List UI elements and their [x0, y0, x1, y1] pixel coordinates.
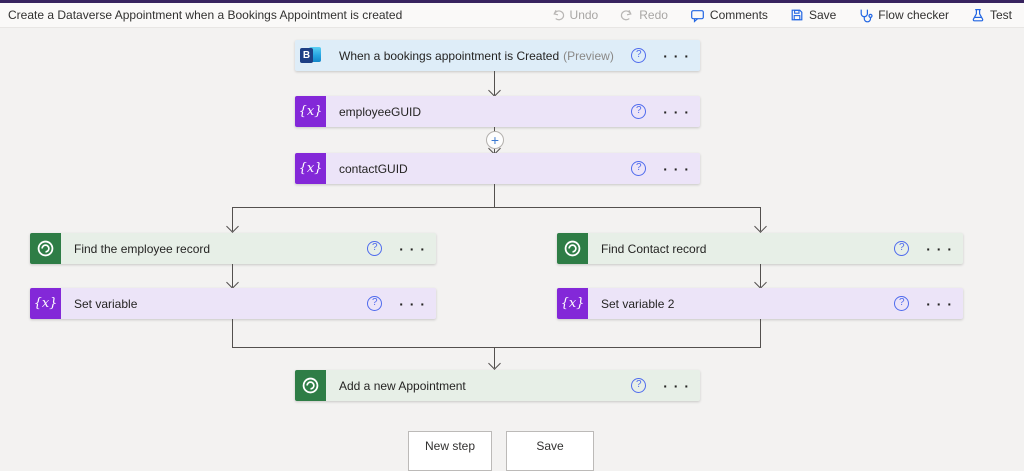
node-title: Set variable — [74, 296, 138, 311]
redo-button[interactable]: Redo — [620, 8, 668, 22]
connector-branch-line — [232, 207, 761, 209]
connector-line — [494, 347, 496, 368]
node-title: contactGUID — [339, 161, 408, 176]
comments-button[interactable]: Comments — [690, 8, 768, 23]
ellipsis-menu-icon[interactable]: · · · — [663, 103, 690, 120]
node-title: Find the employee record — [74, 241, 211, 256]
comments-label: Comments — [709, 8, 768, 22]
undo-button[interactable]: Undo — [551, 8, 599, 22]
designer-toolbar: Create a Dataverse Appointment when a Bo… — [0, 3, 1024, 28]
connector-arrowhead — [226, 220, 239, 233]
connector-line — [232, 319, 234, 347]
dataverse-icon — [557, 233, 588, 264]
action-node-find-contact-record[interactable]: Find Contact record ? · · · — [557, 233, 963, 264]
help-icon[interactable]: ? — [367, 296, 383, 311]
help-icon[interactable]: ? — [894, 296, 910, 311]
dataverse-icon — [30, 233, 61, 264]
ellipsis-menu-icon[interactable]: · · · — [926, 295, 953, 312]
ellipsis-menu-icon[interactable]: · · · — [926, 240, 953, 257]
help-icon[interactable]: ? — [367, 241, 383, 256]
connector-line — [760, 319, 762, 347]
connector-arrowhead — [754, 220, 767, 233]
connector-line — [760, 207, 762, 231]
help-icon[interactable]: ? — [631, 48, 647, 63]
action-node-contact-guid[interactable]: {x} contactGUID ? · · · — [295, 153, 700, 184]
connector-arrowhead — [488, 84, 501, 97]
variable-icon: {x} — [295, 153, 326, 184]
help-icon[interactable]: ? — [631, 161, 647, 176]
node-title: When a bookings appointment is Created(P… — [339, 48, 614, 63]
new-step-label: New step — [424, 439, 476, 453]
connector-arrowhead — [488, 357, 501, 370]
node-title: Find Contact record — [601, 241, 707, 256]
trigger-node-bookings-appointment-created[interactable]: B When a bookings appointment is Created… — [295, 40, 700, 71]
variable-icon: {x} — [557, 288, 588, 319]
ellipsis-menu-icon[interactable]: · · · — [663, 47, 690, 64]
connector-line — [760, 264, 762, 287]
ellipsis-menu-icon[interactable]: · · · — [663, 377, 690, 394]
connector-arrowhead — [226, 276, 239, 289]
connector-merge-line — [232, 347, 761, 349]
ellipsis-menu-icon[interactable]: · · · — [663, 160, 690, 177]
test-button[interactable]: Test — [971, 8, 1012, 22]
comments-icon — [690, 8, 705, 23]
connector-line — [232, 264, 234, 287]
ellipsis-menu-icon[interactable]: · · · — [399, 295, 426, 312]
app-accent-strip — [0, 0, 1024, 3]
node-title: Add a new Appointment — [339, 378, 466, 393]
connector-line — [494, 184, 496, 208]
action-node-add-new-appointment[interactable]: Add a new Appointment ? · · · — [295, 370, 700, 401]
new-step-button[interactable]: New step — [408, 431, 492, 471]
variable-icon: {x} — [295, 96, 326, 127]
redo-icon — [620, 8, 634, 22]
preview-tag: (Preview) — [563, 48, 614, 63]
undo-label: Undo — [569, 8, 599, 22]
toolbar-actions: Undo Redo Comments Save Flow checker — [551, 8, 1012, 23]
save-flow-label: Save — [536, 439, 564, 453]
dataverse-icon — [295, 370, 326, 401]
ellipsis-menu-icon[interactable]: · · · — [399, 240, 426, 257]
connector-line — [494, 71, 496, 95]
node-title: employeeGUID — [339, 104, 422, 119]
help-icon[interactable]: ? — [631, 378, 647, 393]
insert-step-button[interactable]: + — [486, 131, 504, 149]
action-node-set-variable[interactable]: {x} Set variable ? · · · — [30, 288, 436, 319]
node-title: Set variable 2 — [601, 296, 675, 311]
flow-checker-label: Flow checker — [878, 8, 949, 22]
variable-icon: {x} — [30, 288, 61, 319]
test-icon — [971, 8, 985, 22]
bookings-icon-letter: B — [300, 48, 313, 63]
action-node-find-employee-record[interactable]: Find the employee record ? · · · — [30, 233, 436, 264]
save-flow-button[interactable]: Save — [506, 431, 594, 471]
undo-icon — [551, 8, 565, 22]
test-label: Test — [989, 8, 1012, 22]
action-node-set-variable-2[interactable]: {x} Set variable 2 ? · · · — [557, 288, 963, 319]
flow-checker-icon — [858, 8, 873, 23]
connector-arrowhead — [754, 276, 767, 289]
action-node-employee-guid[interactable]: {x} employeeGUID ? · · · — [295, 96, 700, 127]
help-icon[interactable]: ? — [894, 241, 910, 256]
flow-title: Create a Dataverse Appointment when a Bo… — [8, 8, 403, 22]
save-button[interactable]: Save — [790, 8, 836, 22]
microsoft-bookings-icon: B — [295, 40, 326, 71]
redo-label: Redo — [639, 8, 668, 22]
flow-canvas[interactable]: B When a bookings appointment is Created… — [0, 28, 1024, 471]
flow-checker-button[interactable]: Flow checker — [858, 8, 949, 23]
save-icon — [790, 8, 804, 22]
help-icon[interactable]: ? — [631, 104, 647, 119]
connector-line — [232, 207, 234, 231]
save-label: Save — [808, 8, 837, 22]
